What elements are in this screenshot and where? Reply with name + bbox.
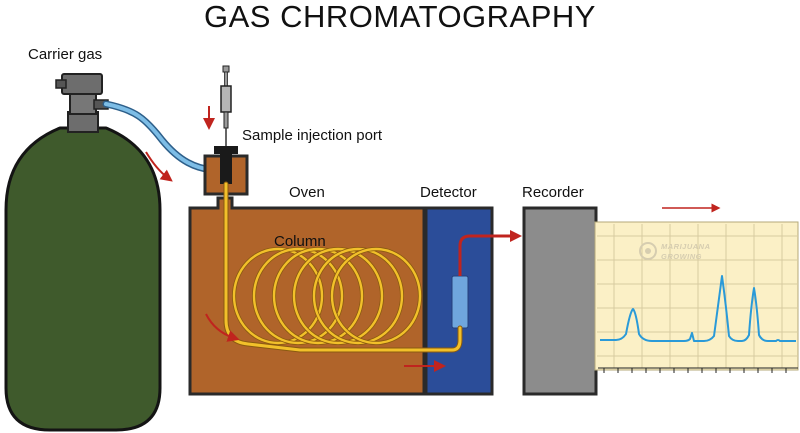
column-coil — [292, 247, 384, 345]
chart-paper — [594, 221, 799, 373]
oven-label: Oven — [289, 184, 325, 201]
column-coil — [272, 247, 364, 345]
gas-cylinder — [4, 111, 162, 432]
recorder — [522, 206, 598, 396]
column-tube — [224, 182, 462, 352]
regulator-valve — [55, 73, 109, 115]
watermark-logo — [639, 242, 657, 260]
watermark-line-2: GROWING — [661, 252, 702, 261]
chromatogram-trace — [600, 275, 796, 342]
signal-wire — [458, 230, 522, 276]
injection-port-label: Sample injection port — [242, 127, 383, 144]
flow-arrow-column — [205, 313, 240, 342]
column-coil — [312, 247, 404, 345]
recorder-label: Recorder — [522, 184, 584, 201]
column — [223, 181, 463, 353]
flow-arrow-gas — [145, 151, 173, 182]
column-coil — [252, 247, 344, 345]
column-coil — [232, 247, 324, 345]
column-label: Column — [274, 233, 326, 250]
column-coil — [330, 247, 422, 345]
detector-label: Detector — [420, 184, 477, 201]
diagram-title: GAS CHROMATOGRAPHY — [204, 0, 596, 34]
watermark-line-1: MARIJUANA — [661, 242, 711, 251]
syringe — [220, 65, 232, 150]
carrier-gas-label: Carrier gas — [28, 46, 102, 63]
